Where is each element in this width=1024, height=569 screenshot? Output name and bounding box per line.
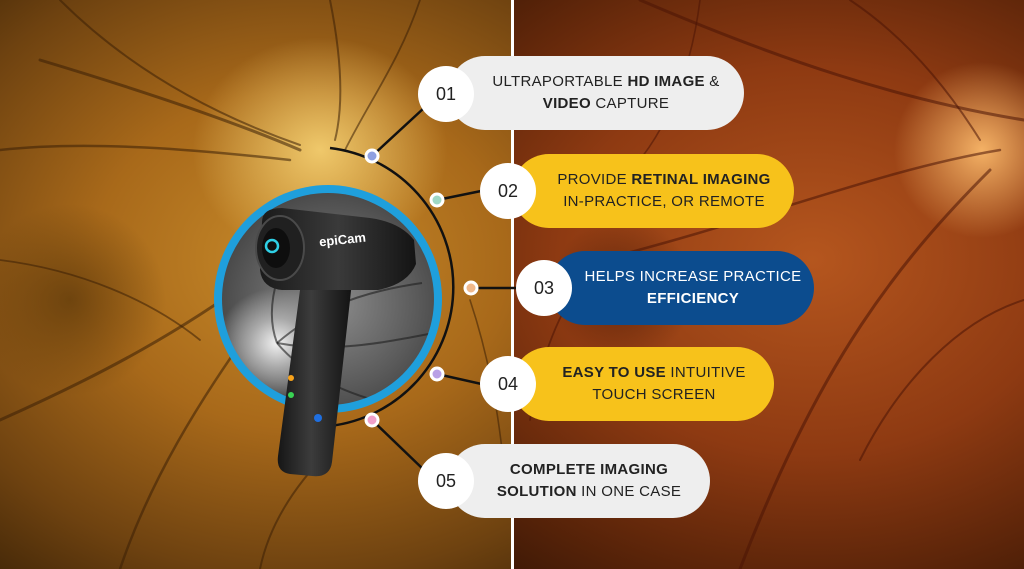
feature-1-bold-b: Video <box>542 95 591 112</box>
feature-2-text-a: Provide <box>557 171 632 188</box>
feature-pill-3: Helps Increase Practice Efficiency <box>548 251 814 325</box>
feature-number-3: 03 <box>516 260 572 316</box>
feature-5-text-a: in One Case <box>576 483 682 500</box>
split-divider <box>511 0 514 569</box>
feature-4-text-a: Intuitive <box>665 364 746 381</box>
feature-number-2: 02 <box>480 163 536 219</box>
feature-pill-2: Provide Retinal Imaging In-Practice, or … <box>512 154 794 228</box>
connector-dot-4 <box>429 366 445 382</box>
feature-number-1: 01 <box>418 66 474 122</box>
lens-power-icon <box>264 238 280 254</box>
feature-1-text-c: Capture <box>590 95 670 112</box>
feature-4-bold-a: Easy to Use <box>562 364 666 381</box>
feature-3-bold-a: Efficiency <box>646 290 740 307</box>
feature-pill-5: Complete Imaging Solution in One Case <box>448 444 710 518</box>
connector-dot-5 <box>364 412 380 428</box>
feature-2-bold-a: Retinal Imaging <box>631 171 771 188</box>
feature-number-4: 04 <box>480 356 536 412</box>
feature-2-text-b: In-Practice, or Remote <box>563 193 765 210</box>
feature-5-bold-b: Solution <box>496 483 577 500</box>
feature-3-text-a: Helps Increase Practice <box>584 268 802 285</box>
feature-4-text-b: Touch Screen <box>592 386 716 403</box>
feature-5-bold-a: Complete Imaging <box>509 461 669 478</box>
connector-dot-1 <box>364 148 380 164</box>
feature-1-text-b: & <box>704 73 720 90</box>
connector-dot-3 <box>463 280 479 296</box>
feature-number-5: 05 <box>418 453 474 509</box>
feature-pill-1: Ultraportable HD Image & Video Capture <box>448 56 744 130</box>
connector-dot-2 <box>429 192 445 208</box>
feature-1-bold-a: HD Image <box>627 73 705 90</box>
feature-pill-4: Easy to Use Intuitive Touch Screen <box>512 347 774 421</box>
feature-1-text-a: Ultraportable <box>492 73 628 90</box>
